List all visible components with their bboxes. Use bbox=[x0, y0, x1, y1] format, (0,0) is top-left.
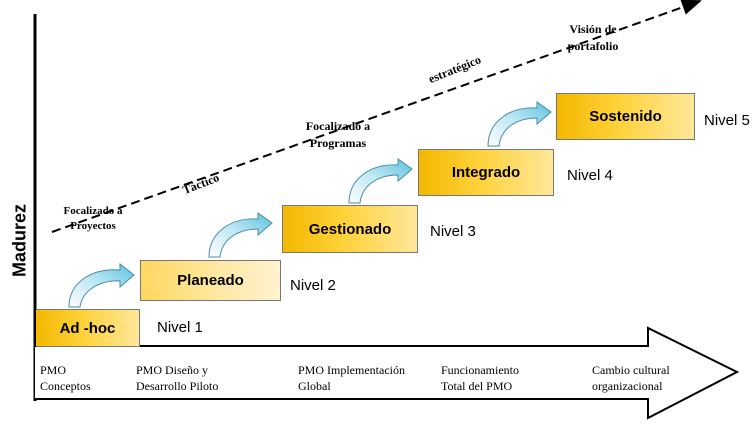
step-box-planned: Planeado bbox=[140, 260, 281, 301]
step-box-ad-hoc: Ad -hoc bbox=[36, 309, 140, 347]
label-portfolio-vision: Visión de portafolio bbox=[567, 22, 619, 53]
timeline-arrow bbox=[35, 326, 740, 420]
curved-arrow-4 bbox=[487, 101, 552, 147]
y-axis-label: Madurez bbox=[9, 204, 30, 278]
level-label-1: Nivel 1 bbox=[157, 319, 203, 336]
trend-arrow bbox=[51, 0, 702, 233]
curved-arrow-1 bbox=[68, 262, 135, 308]
level-label-3: Nivel 3 bbox=[430, 223, 476, 240]
level-label-5: Nivel 5 bbox=[704, 112, 750, 129]
curved-arrow-3 bbox=[348, 158, 413, 204]
step-box-managed: Gestionado bbox=[282, 205, 418, 253]
label-focused-projects: Focalizado a Proyectos bbox=[63, 205, 123, 232]
level-label-2: Nivel 2 bbox=[290, 277, 336, 294]
curved-arrow-2 bbox=[208, 212, 273, 258]
step-box-sustained: Sostenido bbox=[556, 93, 695, 140]
label-focused-programs: Focalizado a Programas bbox=[305, 119, 371, 150]
level-label-4: Nivel 4 bbox=[567, 167, 613, 184]
step-box-integrated: Integrado bbox=[418, 149, 554, 196]
